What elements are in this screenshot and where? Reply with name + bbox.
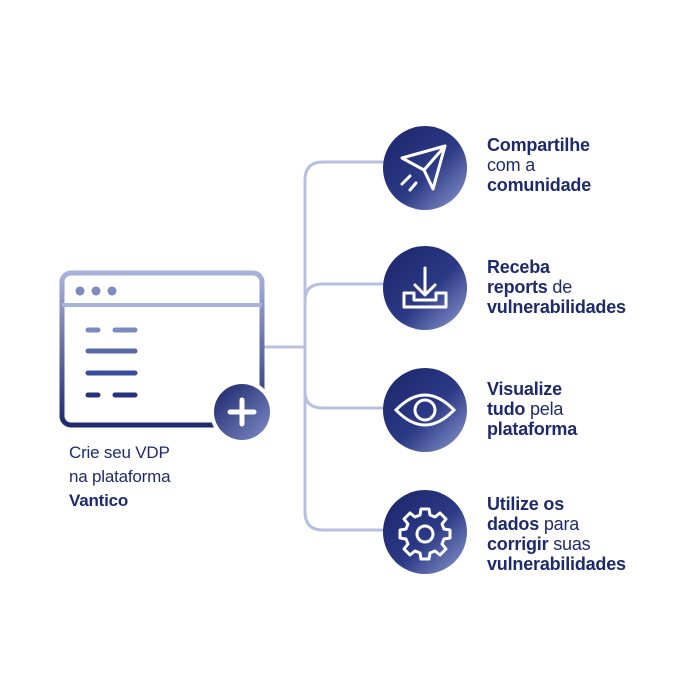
node-label-line: plataforma (487, 419, 687, 439)
browser-window-icon (59, 270, 265, 428)
create-vdp-label: Crie seu VDP na plataforma Vantico (69, 441, 171, 513)
gear-icon (398, 507, 452, 561)
node-label-line: corrigir suas (487, 534, 687, 554)
connector-branch-4 (303, 510, 385, 532)
create-vdp-line-3: Vantico (69, 491, 129, 510)
node-circle-1 (383, 126, 467, 210)
connector-branch-1 (303, 160, 385, 182)
create-vdp-line-2: na plataforma (69, 467, 171, 486)
download-tray-icon (402, 266, 448, 309)
node-circle-2 (383, 246, 467, 330)
node-label-text: Utilize os (487, 494, 565, 514)
eye-icon (393, 393, 457, 427)
node-label-text: vulnerabilidades (487, 297, 626, 317)
node-label-text: Visualize (487, 379, 562, 399)
node-label-line: Compartilhe (487, 135, 687, 155)
node-label-text: de (547, 277, 573, 297)
node-label-text: suas (548, 534, 591, 554)
node-label-line: Visualize (487, 379, 687, 399)
node-label-text: tudo (487, 399, 526, 419)
node-label-text: corrigir (487, 534, 549, 554)
node-label-line: Receba (487, 257, 687, 277)
create-vdp-line-1: Crie seu VDP (69, 443, 170, 462)
node-label-text: dados (487, 514, 540, 534)
node-label-text: para (539, 514, 580, 534)
node-label-text: com a (487, 155, 536, 175)
node-label-line: vulnerabilidades (487, 297, 687, 317)
node-label-text: Receba (487, 257, 550, 277)
node-label-line: tudo pela (487, 399, 687, 419)
node-circle-3 (383, 368, 467, 452)
node-label-line: Utilize os (487, 494, 687, 514)
connector-branch-2 (303, 282, 385, 302)
node-label-text: reports (487, 277, 548, 297)
node-label-text: vulnerabilidades (487, 554, 626, 574)
node-label-line: reports de (487, 277, 687, 297)
node-label-line: dados para (487, 514, 687, 534)
node-label-text: Compartilhe (487, 135, 590, 155)
node-label-line: comunidade (487, 175, 687, 195)
node-label-text: plataforma (487, 419, 578, 439)
paper-plane-icon (400, 144, 447, 192)
plus-icon (210, 380, 274, 444)
connector-branch-3 (303, 390, 385, 410)
node-label-text: pela (525, 399, 564, 419)
node-label-line: com a (487, 155, 687, 175)
node-label-text: comunidade (487, 175, 592, 195)
node-circle-4 (383, 490, 467, 574)
connector-lines (260, 160, 385, 532)
node-label-line: vulnerabilidades (487, 554, 687, 574)
